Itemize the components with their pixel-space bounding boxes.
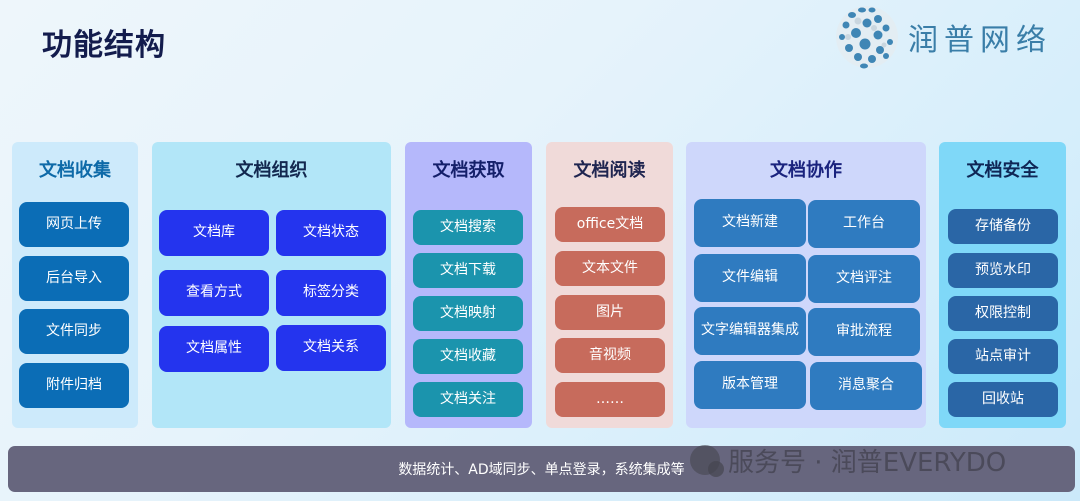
column-document-retrieve: 文档获取 文档搜索 文档下载 文档映射 文档收藏 文档关注 — [405, 142, 532, 428]
column-document-collect: 文档收集 网页上传 后台导入 文件同步 附件归档 — [12, 142, 138, 428]
column-document-collaborate: 文档协作 文档新建 工作台 文件编辑 文档评注 文字编辑器集成 审批流程 版本管… — [686, 142, 926, 428]
column-title: 文档阅读 — [573, 160, 646, 181]
brand-logo: 润普网络 — [834, 4, 1052, 70]
feature-box[interactable]: …… — [555, 382, 665, 417]
column-title: 文档安全 — [966, 160, 1039, 181]
feature-box[interactable]: 文本文件 — [555, 251, 665, 286]
feature-box[interactable]: 文档搜索 — [413, 210, 523, 245]
feature-box[interactable]: 标签分类 — [276, 270, 386, 316]
footer-bar: 数据统计、AD域同步、单点登录，系统集成等 — [8, 446, 1075, 492]
column-title: 文档协作 — [770, 160, 842, 181]
column-document-organize: 文档组织 文档库 文档状态 查看方式 标签分类 文档属性 文档关系 — [152, 142, 391, 428]
feature-box[interactable]: 网页上传 — [19, 202, 129, 247]
feature-box[interactable]: 文档属性 — [159, 326, 269, 372]
page-title: 功能结构 — [42, 28, 166, 63]
feature-box[interactable]: 审批流程 — [808, 308, 920, 356]
feature-box[interactable]: 文字编辑器集成 — [694, 307, 806, 355]
feature-box[interactable]: 文档状态 — [276, 210, 386, 256]
feature-box[interactable]: 文档收藏 — [413, 339, 523, 374]
feature-box[interactable]: 站点审计 — [948, 339, 1058, 374]
footer-text: 数据统计、AD域同步、单点登录，系统集成等 — [398, 462, 685, 478]
feature-box[interactable]: 后台导入 — [19, 256, 129, 301]
column-document-read: 文档阅读 office文档 文本文件 图片 音视频 …… — [546, 142, 673, 428]
column-title: 文档获取 — [432, 160, 505, 181]
column-document-security: 文档安全 存储备份 预览水印 权限控制 站点审计 回收站 — [939, 142, 1066, 428]
column-title: 文档收集 — [39, 160, 111, 181]
feature-box[interactable]: 权限控制 — [948, 296, 1058, 331]
feature-box[interactable]: 文档库 — [159, 210, 269, 256]
feature-box[interactable]: 图片 — [555, 295, 665, 330]
watermark-text: 服务号 · 润普EVERYDO — [728, 447, 1007, 478]
feature-box[interactable]: 文档新建 — [694, 199, 806, 247]
feature-box[interactable]: 文档评注 — [808, 255, 920, 303]
feature-box[interactable]: 音视频 — [555, 338, 665, 373]
feature-box[interactable]: 存储备份 — [948, 209, 1058, 244]
feature-box[interactable]: 回收站 — [948, 382, 1058, 417]
feature-box[interactable]: 文件同步 — [19, 309, 129, 354]
feature-box[interactable]: 文档映射 — [413, 296, 523, 331]
feature-box[interactable]: 工作台 — [808, 200, 920, 248]
feature-box[interactable]: 文档下载 — [413, 253, 523, 288]
feature-box[interactable]: 消息聚合 — [810, 362, 922, 410]
wechat-icon — [690, 445, 724, 477]
brand-name: 润普网络 — [908, 23, 1052, 58]
watermark: 服务号 · 润普EVERYDO — [690, 440, 1006, 480]
feature-box[interactable]: 文件编辑 — [694, 254, 806, 302]
feature-box[interactable]: 版本管理 — [694, 361, 806, 409]
feature-box[interactable]: 文档关注 — [413, 382, 523, 417]
column-title: 文档组织 — [235, 160, 308, 181]
feature-box[interactable]: 文档关系 — [276, 325, 386, 371]
feature-box[interactable]: 查看方式 — [159, 270, 269, 316]
feature-box[interactable]: 预览水印 — [948, 253, 1058, 288]
feature-box[interactable]: office文档 — [555, 207, 665, 242]
feature-box[interactable]: 附件归档 — [19, 363, 129, 408]
dotted-globe-logo-icon — [836, 6, 898, 69]
